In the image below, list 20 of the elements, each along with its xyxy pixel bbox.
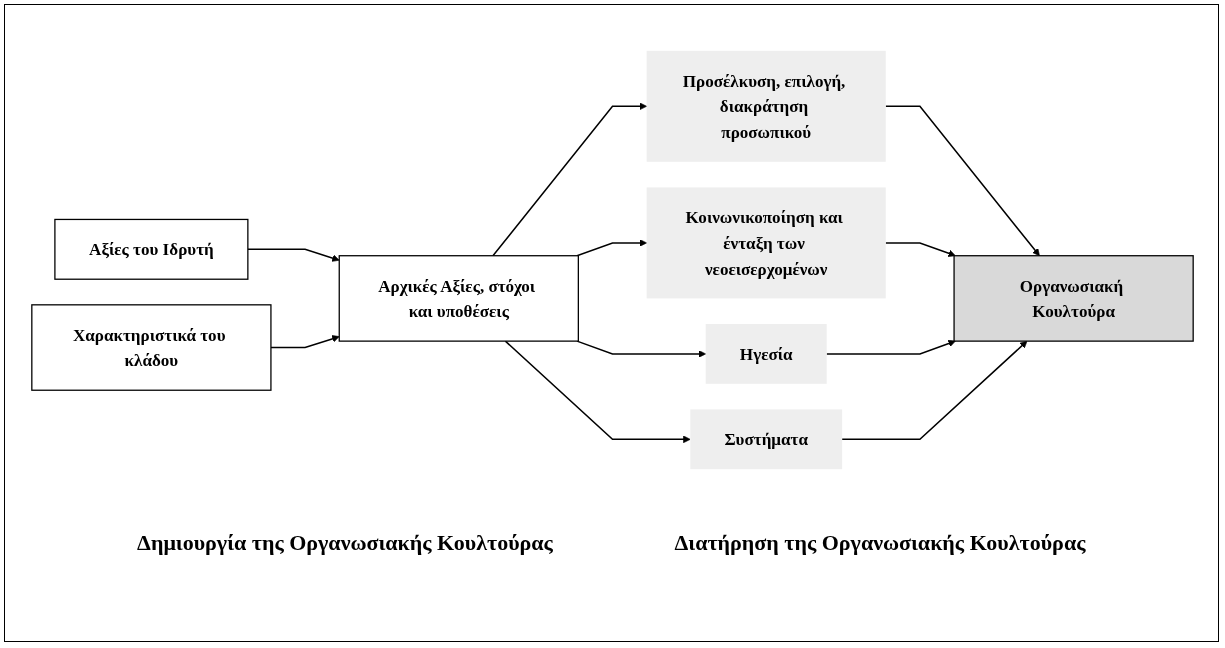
arrow [825,339,956,355]
node-box: Προσέλκυση, επιλογή, διακράτηση προσωπικού [646,50,886,162]
section-caption: Διατήρηση της Οργανωσιακής Κουλτούρας [673,529,1087,557]
arrow [270,335,340,349]
arrow [492,102,647,257]
section-caption: Δημιουργία της Οργανωσιακής Κουλτούρας [136,529,554,557]
node-box: Συστήματα [690,409,843,470]
node-box: Ηγεσία [705,324,827,384]
node-box: Αρχικές Αξίες, στόχοι και υποθέσεις [338,255,579,342]
node-box: Αξίες του Ιδρυτή [54,218,249,280]
arrow [247,248,340,262]
arrow [841,340,1028,441]
arrow [885,242,956,257]
node-box: Κοινωνικοποίηση και ένταξη των νεοεισερχομένων [646,187,886,299]
arrow [576,340,707,358]
node-box: Οργανωσιακή Κουλτούρα [953,255,1194,342]
arrow [885,105,1040,257]
arrow [576,239,647,257]
arrow [504,340,691,444]
node-box: Χαρακτηριστικά του κλάδου [31,304,272,391]
